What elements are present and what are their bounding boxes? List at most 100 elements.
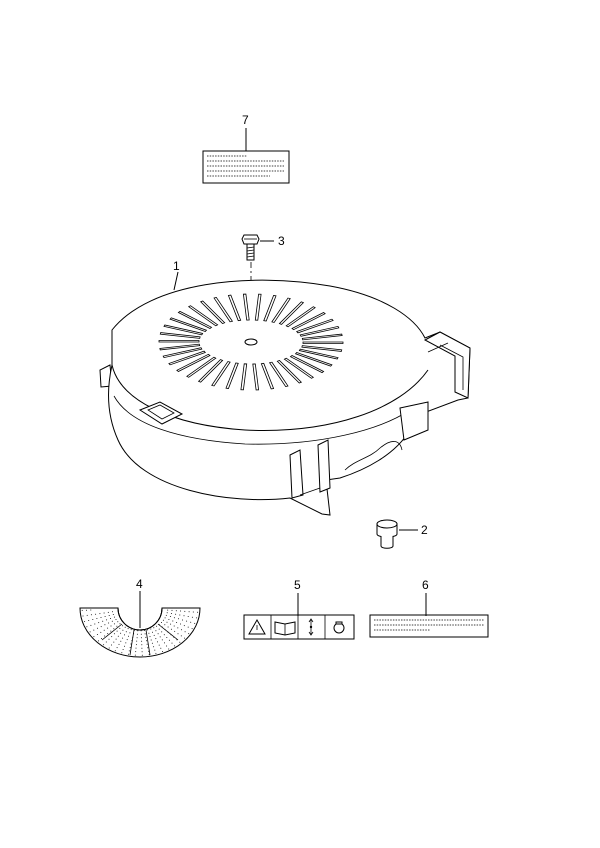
part-4-arc-decal[interactable]	[79, 607, 201, 658]
vent-slot	[260, 362, 275, 390]
decal-dot	[183, 615, 185, 617]
warning-triangle-icon	[248, 618, 266, 635]
vent-slot	[225, 362, 239, 389]
decal-dot	[113, 641, 115, 643]
decal-dot	[168, 639, 170, 641]
vent-slot	[276, 359, 303, 384]
decal-dot	[113, 633, 115, 635]
vent-slot	[302, 341, 344, 344]
decal-dot	[129, 646, 131, 648]
part-6-label-strip[interactable]	[369, 614, 489, 638]
decal-dot	[100, 631, 102, 633]
decal-dot	[164, 617, 166, 619]
decal-dot	[170, 623, 172, 625]
decal-dot	[90, 614, 92, 616]
decal-dot	[129, 632, 131, 634]
decal-dot	[136, 640, 138, 642]
decal-dot	[180, 610, 181, 612]
vent-slot	[163, 324, 204, 336]
callout-5: 5	[294, 578, 301, 592]
decal-dot	[92, 619, 94, 620]
part-3-bolt[interactable]	[241, 234, 260, 261]
vent-slot	[197, 359, 224, 383]
decal-dot	[100, 626, 102, 628]
decal-dot	[161, 631, 163, 633]
decal-dot	[128, 653, 129, 655]
decal-dot	[153, 627, 155, 629]
decal-dot	[90, 609, 92, 611]
decal-dot	[170, 628, 172, 630]
vent-slot	[296, 318, 334, 334]
choke-arrows-icon	[308, 618, 314, 636]
vent-slot	[268, 361, 289, 388]
decal-dot	[180, 635, 182, 637]
decal-dot	[161, 639, 163, 641]
callout-2: 2	[421, 523, 428, 537]
part-5-warning-label[interactable]	[243, 614, 355, 640]
decal-dot	[117, 621, 119, 623]
manual-book-icon	[274, 621, 296, 636]
decal-dot	[174, 630, 176, 632]
decal-dot	[122, 649, 124, 650]
decal-dot	[108, 638, 110, 640]
part-1-fan-housing[interactable]	[99, 279, 471, 516]
vent-slot	[285, 306, 316, 328]
decal-dot	[158, 644, 160, 646]
decal-dot	[86, 614, 88, 616]
vent-slot	[187, 305, 219, 327]
decal-dot	[141, 654, 143, 656]
decal-dot	[148, 632, 150, 634]
decal-dot	[121, 652, 123, 654]
decal-dot	[122, 625, 123, 627]
decal-dot	[135, 651, 137, 653]
decal-dot	[125, 631, 127, 633]
decal-dot	[94, 623, 96, 625]
decal-dot	[120, 640, 122, 642]
vent-slot	[263, 295, 277, 322]
part-7-label-sticker[interactable]	[202, 150, 290, 184]
vent-slot	[176, 353, 211, 372]
decal-dot	[175, 613, 177, 615]
callout-3: 3	[278, 234, 285, 248]
decal-dot	[131, 640, 133, 642]
part-2-plug[interactable]	[376, 519, 398, 549]
decal-dot	[125, 642, 127, 644]
decal-dot	[153, 646, 155, 648]
vent-slot	[240, 363, 248, 391]
decal-dot	[88, 620, 90, 621]
decal-dot	[116, 630, 118, 632]
vent-slot	[211, 361, 231, 387]
decal-dot	[102, 620, 104, 622]
decal-dot	[176, 622, 178, 623]
decal-dot	[180, 623, 181, 625]
decal-dot	[103, 644, 105, 646]
decal-dot	[137, 630, 139, 632]
decal-dot	[103, 629, 105, 631]
decal-dot	[132, 636, 134, 638]
decal-dot	[114, 650, 116, 652]
decal-dot	[186, 620, 188, 622]
decal-dot	[113, 623, 115, 625]
decal-dot	[140, 633, 142, 635]
decal-dot	[164, 624, 166, 626]
decal-dot	[162, 619, 164, 621]
decal-dot	[166, 621, 168, 623]
vent-slot	[168, 350, 206, 366]
decal-dot	[103, 612, 105, 614]
decal-dot	[167, 631, 169, 633]
decal-dot	[147, 647, 149, 649]
decal-dot	[173, 625, 175, 627]
decal-dot	[108, 647, 110, 649]
decal-dot	[173, 636, 175, 638]
vent-slot	[298, 348, 339, 360]
vent-slot	[213, 296, 234, 323]
decal-dot	[127, 628, 129, 630]
decal-dot	[98, 622, 100, 624]
decal-dot	[112, 614, 114, 615]
decal-dot	[133, 633, 135, 635]
decal-dot	[191, 628, 193, 630]
decal-dot	[179, 641, 181, 643]
decal-dot	[160, 647, 162, 649]
decal-dot	[130, 629, 132, 631]
vent-slot	[177, 310, 213, 329]
